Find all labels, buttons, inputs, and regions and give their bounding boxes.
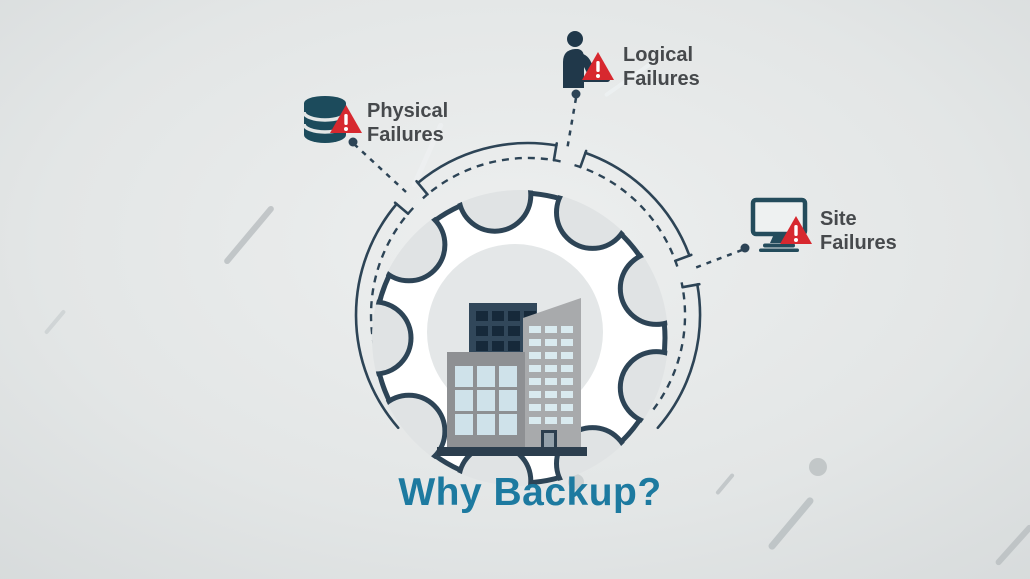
ring-arc-segment: [656, 283, 702, 430]
ring-step-notch: [393, 201, 410, 215]
label-line: Physical: [367, 100, 449, 122]
window: [529, 404, 541, 411]
window: [499, 390, 517, 411]
window: [561, 417, 573, 424]
ring-step-notch: [552, 142, 558, 162]
connector-dashed-line: [565, 97, 578, 151]
window: [561, 404, 573, 411]
window: [492, 326, 504, 336]
page-title: Why Backup?: [398, 471, 662, 514]
window: [561, 391, 573, 398]
window: [545, 339, 557, 346]
window: [455, 390, 473, 411]
window: [476, 311, 488, 321]
failure-ring: [354, 141, 702, 430]
window: [529, 417, 541, 424]
window: [529, 378, 541, 385]
user-at-computer-icon: [553, 30, 614, 88]
label-line: Failures: [820, 232, 897, 254]
window: [508, 311, 520, 321]
window: [492, 311, 504, 321]
window: [545, 326, 557, 333]
ring-arc-dashed: [652, 282, 687, 411]
label-site-failures: Site Failures: [750, 197, 897, 255]
connector-dashed-line: [691, 248, 743, 271]
gear-tooth-notch: [617, 249, 668, 327]
window: [561, 352, 573, 359]
ring-arc-segment: [416, 141, 558, 185]
physical-failures-text: Physical Failures: [367, 95, 448, 147]
background-dot: [809, 458, 827, 476]
window: [529, 391, 541, 398]
building-base: [437, 447, 587, 456]
connectors: [348, 89, 750, 271]
window: [492, 341, 504, 351]
desktop-monitor-icon: [750, 197, 812, 253]
ring-step-notch: [674, 253, 693, 263]
window: [455, 414, 473, 435]
window: [499, 366, 517, 387]
window: [476, 341, 488, 351]
label-line: Site: [820, 208, 857, 230]
window: [529, 365, 541, 372]
window: [545, 365, 557, 372]
gear-tooth-notch: [554, 190, 631, 251]
window: [545, 352, 557, 359]
window: [477, 414, 495, 435]
window: [476, 326, 488, 336]
right-building: [523, 298, 581, 450]
label-line: Logical: [623, 44, 694, 66]
window: [455, 366, 473, 387]
window: [477, 366, 495, 387]
ring-step-notch: [681, 282, 701, 289]
ring-arc-segment: [584, 151, 691, 257]
ring-step-notch: [415, 180, 429, 196]
label-physical-failures: Physical Failures: [301, 95, 448, 147]
ring-arc-dashed: [422, 156, 561, 200]
window: [561, 365, 573, 372]
connector-dot: [571, 89, 581, 99]
connector-dot: [740, 243, 750, 253]
label-line: Failures: [367, 124, 444, 146]
window: [545, 378, 557, 385]
window: [529, 326, 541, 333]
warning-triangle-icon: [581, 51, 615, 87]
door-inner: [544, 433, 554, 450]
gear-tooth-notch: [372, 299, 414, 377]
window: [545, 404, 557, 411]
ring-arc-dashed: [573, 163, 679, 267]
window: [477, 390, 495, 411]
warning-triangle-icon: [329, 104, 363, 140]
window: [561, 326, 573, 333]
connector-dot: [348, 137, 358, 147]
logical-failures-text: Logical Failures: [623, 30, 700, 91]
window: [508, 341, 520, 351]
window: [529, 339, 541, 346]
label-line: Failures: [623, 68, 700, 90]
warning-triangle-icon: [779, 215, 813, 251]
ring-arc-segment: [354, 202, 400, 430]
buildings: [437, 298, 587, 456]
window: [561, 339, 573, 346]
left-building-windows: [455, 366, 517, 435]
database-icon: [301, 95, 362, 147]
gear-tooth-notch: [372, 392, 448, 470]
ring-step-notch: [579, 149, 588, 169]
window: [545, 417, 557, 424]
window: [561, 378, 573, 385]
window: [529, 352, 541, 359]
site-failures-text: Site Failures: [820, 197, 897, 255]
right-building-windows: [529, 326, 573, 424]
window: [545, 391, 557, 398]
label-logical-failures: Logical Failures: [553, 30, 700, 91]
window: [508, 326, 520, 336]
background-dot: [568, 474, 584, 490]
window: [499, 414, 517, 435]
gear-tooth-notch: [617, 349, 668, 427]
connector-dashed-line: [353, 143, 407, 193]
